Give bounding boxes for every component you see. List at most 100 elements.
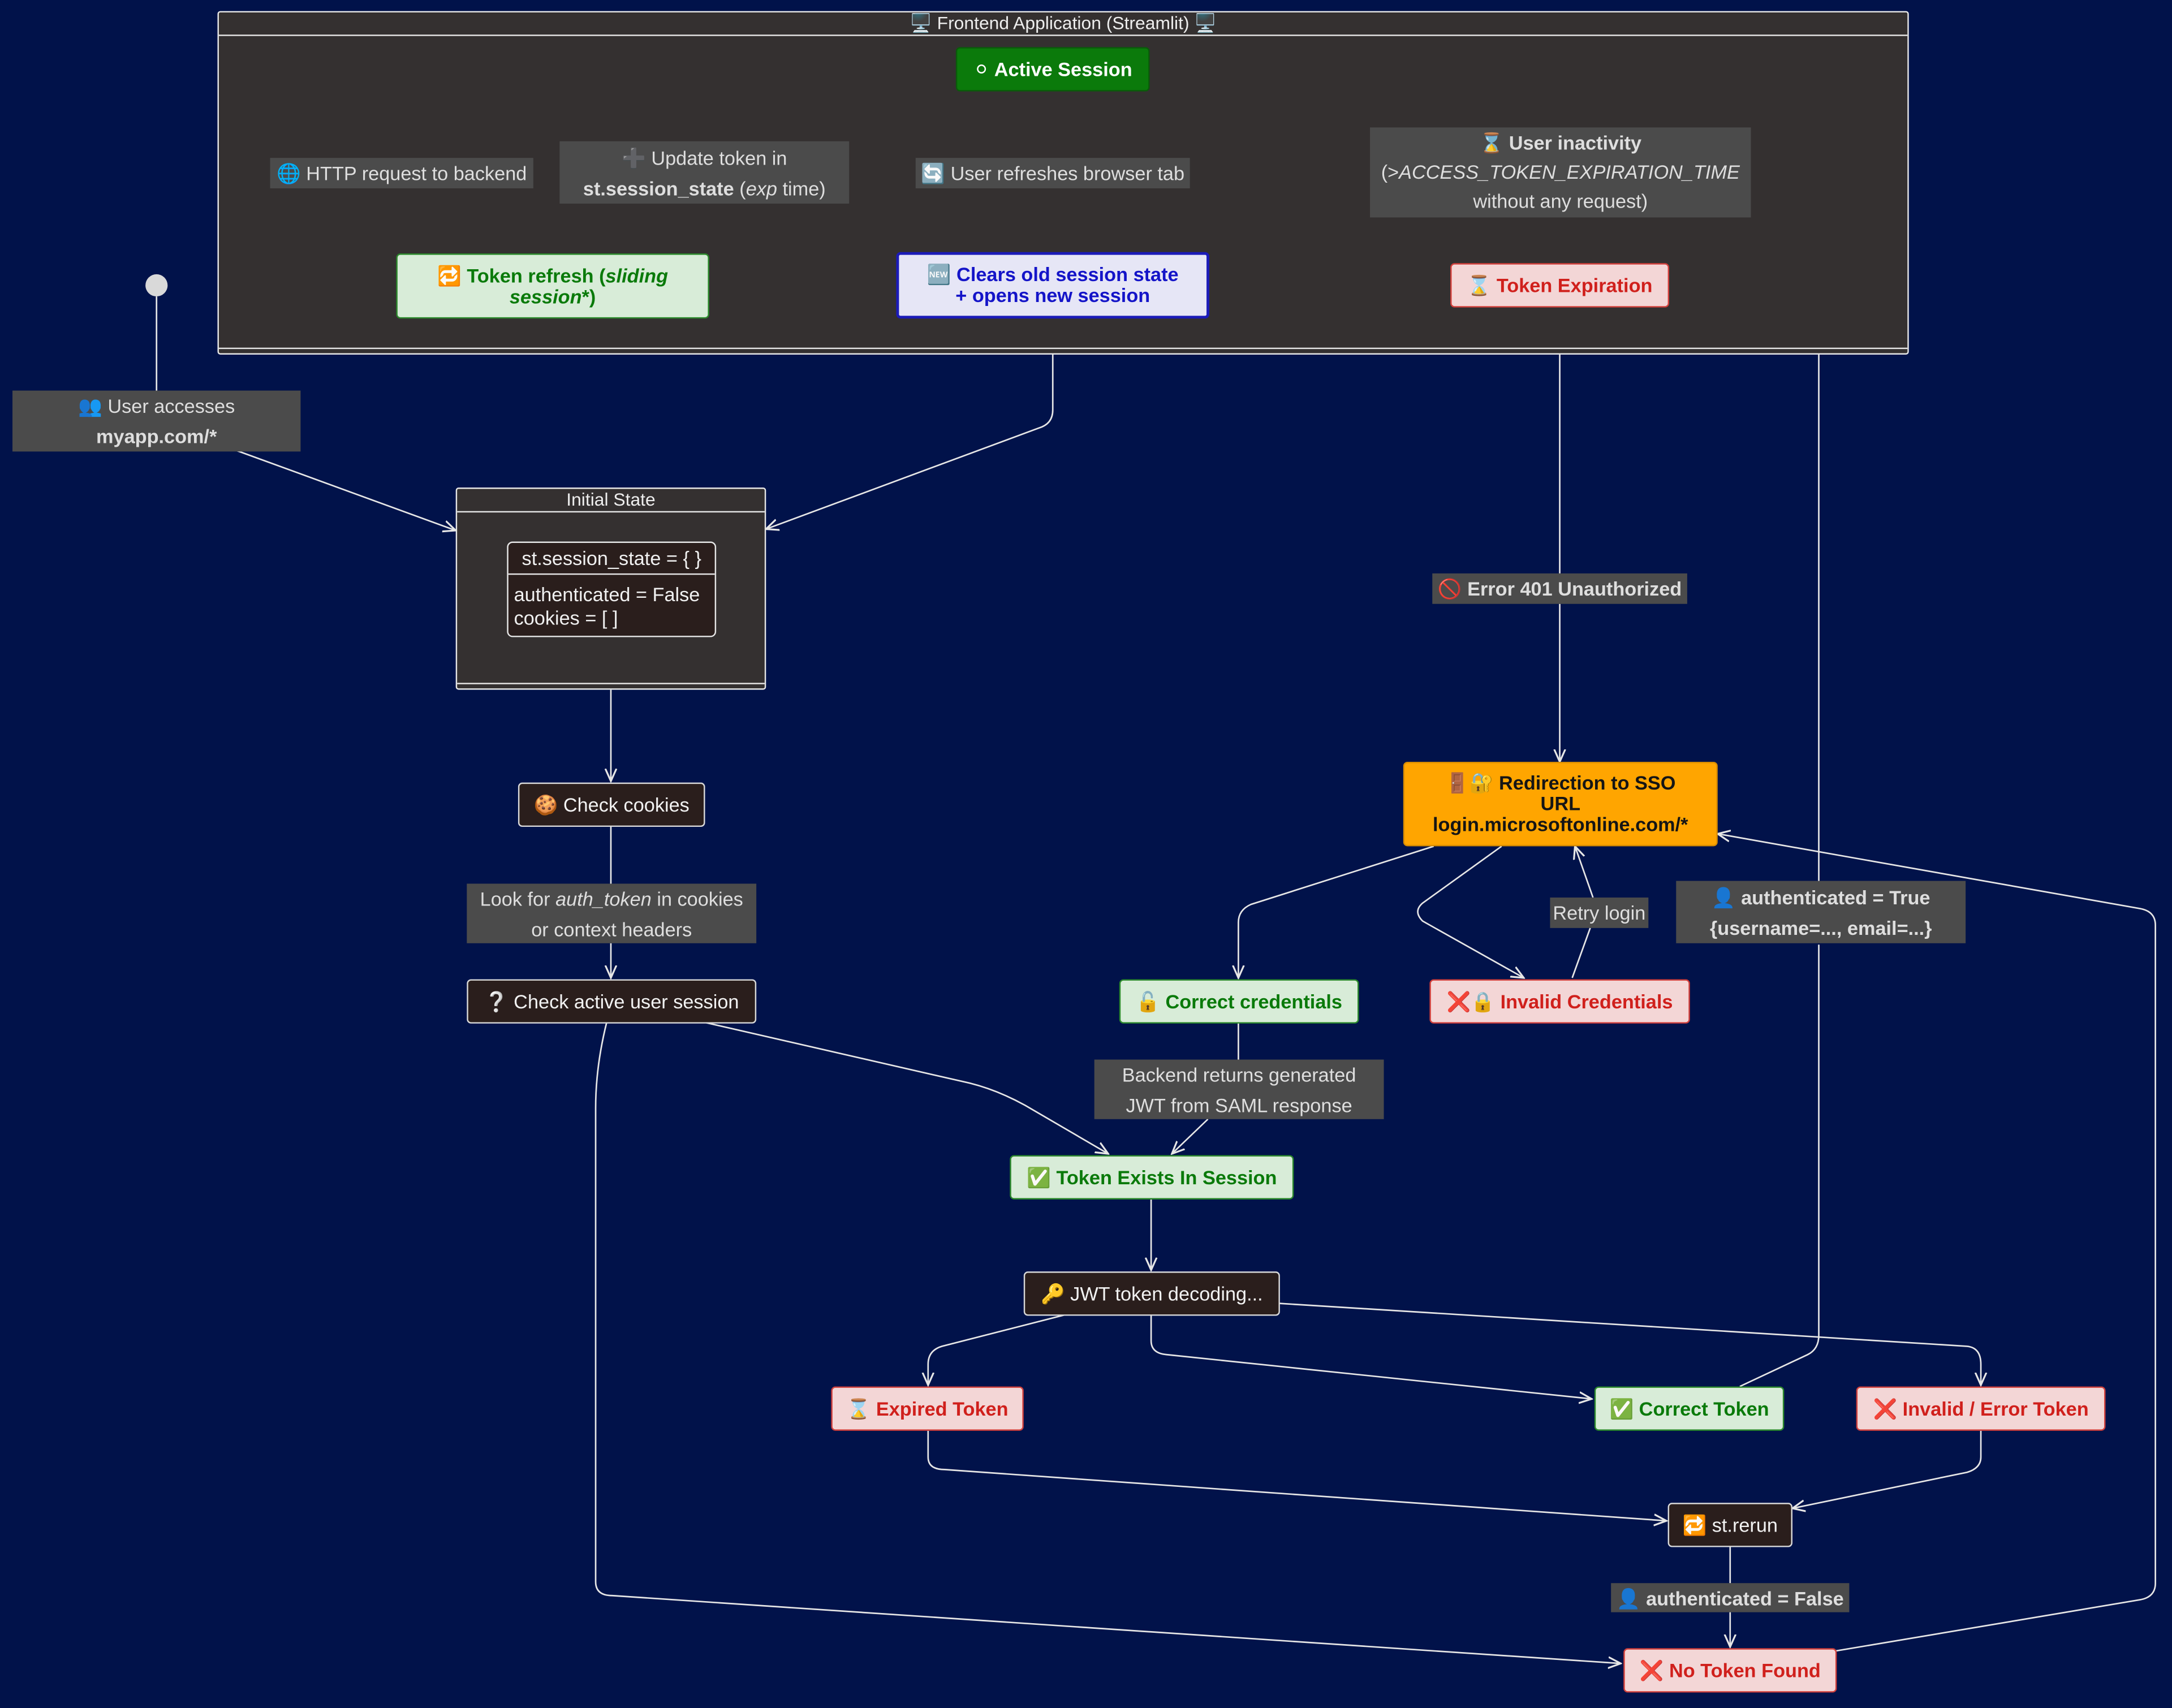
correct-token-node[interactable]: ✅ Correct Token <box>1594 1386 1785 1431</box>
backend-returns-line1: Backend returns generated <box>1122 1063 1356 1085</box>
update-token-session-state: st.session_state <box>583 176 734 199</box>
inactivity-line3: without any request) <box>1473 189 1648 212</box>
update-token-time: time) <box>777 176 826 199</box>
token-refresh-sliding: sliding session <box>509 264 669 307</box>
frontend-cluster-title: 🖥️ Frontend Application (Streamlit) 🖥️ <box>218 12 1908 36</box>
inactivity-gt: (> <box>1381 161 1399 183</box>
auth-false-text: 👤 authenticated = False <box>1616 1586 1844 1609</box>
update-token-line1: ➕ Update token in <box>622 146 787 169</box>
edge-check-session-to-token-exists <box>703 1021 1108 1154</box>
initial-cluster-divider <box>457 683 765 684</box>
edge-invalid-token-to-rerun <box>1792 1430 1982 1508</box>
edge-retry-to-sso <box>1575 846 1594 898</box>
invalid-token-label: ❌ Invalid / Error Token <box>1873 1396 2089 1420</box>
edge-invalid-to-retry <box>1571 928 1591 978</box>
user-access-line1: 👥 User accesses <box>78 394 235 417</box>
invalid-credentials-node[interactable]: ❌🔒 Invalid Credentials <box>1429 979 1690 1024</box>
st-rerun-label: 🔁 st.rerun <box>1682 1513 1778 1536</box>
session-state-cookies: cookies = [ ] <box>514 606 618 629</box>
user-refresh-text: 🔄 User refreshes browser tab <box>921 162 1185 184</box>
token-refresh-tail: *) <box>581 284 596 307</box>
edge-jwt-to-invalid-token <box>1278 1302 1981 1385</box>
invalid-token-node[interactable]: ❌ Invalid / Error Token <box>1856 1386 2106 1431</box>
token-exists-node[interactable]: ✅ Token Exists In Session <box>1010 1155 1294 1200</box>
look-for-line1: Look for auth_token in cookies <box>467 883 756 913</box>
edge-label-backend-returns: Backend returns generated JWT from SAML … <box>1094 1059 1384 1119</box>
edge-label-authenticated-false: 👤 authenticated = False <box>1611 1583 1850 1612</box>
update-token-exp: exp <box>745 176 778 199</box>
st-rerun-node[interactable]: 🔁 st.rerun <box>1667 1503 1793 1547</box>
clears-session-node[interactable]: 🆕 Clears old session state + opens new s… <box>896 252 1209 319</box>
sso-line2: URL <box>1540 792 1581 815</box>
error-401-text: 🚫 Error 401 Unauthorized <box>1437 577 1682 600</box>
active-session-label: ⚪ Active Session <box>973 57 1132 80</box>
cluster-divider <box>218 347 1908 350</box>
check-cookies-label: 🍪 Check cookies <box>533 793 689 816</box>
inactivity-line2: (>ACCESS_TOKEN_EXPIRATION_TIME <box>1370 158 1751 187</box>
session-state-auth: authenticated = False <box>514 583 700 606</box>
session-state-node[interactable]: st.session_state = { } authenticated = F… <box>507 541 717 639</box>
edge-label-inactivity: ⌛ User inactivity (>ACCESS_TOKEN_EXPIRAT… <box>1370 127 1751 218</box>
edge-label-look-for-token: Look for auth_token in cookies or contex… <box>467 883 757 943</box>
sso-redirect-node[interactable]: 🚪🔐 Redirection to SSO URL login.microsof… <box>1403 761 1718 847</box>
sso-line1: 🚪🔐 Redirection to SSO <box>1445 771 1676 794</box>
edge-label-update-token: ➕ Update token in st.session_state (exp … <box>559 141 850 204</box>
token-refresh-text: 🔁 Token refresh ( <box>437 264 606 286</box>
check-cookies-node[interactable]: 🍪 Check cookies <box>518 782 705 827</box>
look-for-suffix: in cookies <box>651 887 743 909</box>
no-token-node[interactable]: ❌ No Token Found <box>1623 1648 1837 1693</box>
http-request-text: 🌐 HTTP request to backend <box>277 162 527 184</box>
update-token-paren: ( <box>734 176 746 199</box>
initial-state-title: Initial State <box>457 489 765 513</box>
edge-jwt-to-expired <box>928 1313 1067 1385</box>
clears-session-line2: + opens new session <box>955 284 1150 307</box>
edge-expired-to-rerun <box>927 1430 1666 1521</box>
jwt-decoding-label: 🔑 JWT token decoding... <box>1040 1282 1263 1304</box>
user-access-line2: myapp.com/* <box>96 425 217 448</box>
correct-credentials-node[interactable]: 🔓 Correct credentials <box>1119 979 1359 1024</box>
token-refresh-node[interactable]: 🔁 Token refresh (sliding session*) <box>396 253 709 319</box>
active-session-node[interactable]: ⚪ Active Session <box>955 47 1150 92</box>
check-active-session-label: ❔ Check active user session <box>484 989 739 1012</box>
edge-jwt-to-correct-token <box>1150 1314 1592 1399</box>
token-exists-label: ✅ Token Exists In Session <box>1027 1165 1277 1188</box>
edge-label-http-request: 🌐 HTTP request to backend <box>270 158 533 189</box>
token-expiration-node[interactable]: ⌛ Token Expiration <box>1450 263 1670 308</box>
token-refresh-label: 🔁 Token refresh (sliding session*) <box>406 265 700 307</box>
look-for-line2: or context headers <box>531 917 692 940</box>
check-active-session-node[interactable]: ❔ Check active user session <box>467 979 757 1024</box>
inactivity-var: ACCESS_TOKEN_EXPIRATION_TIME <box>1399 161 1740 183</box>
look-for-auth-token: auth_token <box>555 887 652 909</box>
invalid-credentials-label: ❌🔒 Invalid Credentials <box>1446 989 1673 1012</box>
edge-sso-to-invalid-credentials <box>1417 846 1524 978</box>
correct-token-label: ✅ Correct Token <box>1609 1396 1769 1420</box>
sso-line3: login.microsoftonline.com/* <box>1433 813 1688 835</box>
edge-label-user-access: 👥 User accesses myapp.com/* <box>12 390 301 452</box>
edge-label-retry-login: Retry login <box>1550 897 1649 928</box>
edge-label-authenticated-true: 👤 authenticated = True {username=..., em… <box>1676 881 1966 943</box>
jwt-decoding-node[interactable]: 🔑 JWT token decoding... <box>1023 1271 1280 1316</box>
auth-true-line2: {username=..., email=...} <box>1709 916 1932 939</box>
retry-login-text: Retry login <box>1553 902 1646 924</box>
start-node <box>145 274 168 297</box>
update-token-line2: st.session_state (exp time) <box>559 172 849 203</box>
session-state-body: authenticated = False cookies = [ ] <box>508 575 715 639</box>
clears-session-line1: 🆕 Clears old session state <box>926 263 1179 286</box>
inactivity-line1: ⌛ User inactivity <box>1479 131 1642 154</box>
edge-access-to-initial <box>235 449 455 530</box>
correct-credentials-label: 🔓 Correct credentials <box>1136 989 1343 1012</box>
edge-correct-token-to-auth-true <box>1739 944 1820 1387</box>
edge-label-user-refresh: 🔄 User refreshes browser tab <box>915 158 1190 189</box>
expired-token-node[interactable]: ⌛ Expired Token <box>831 1386 1024 1431</box>
edge-sso-to-correct-credentials <box>1238 846 1434 978</box>
expired-token-label: ⌛ Expired Token <box>846 1396 1009 1420</box>
auth-true-line1: 👤 authenticated = True <box>1711 886 1930 908</box>
no-token-label: ❌ No Token Found <box>1639 1658 1821 1681</box>
backend-returns-line2: JWT from SAML response <box>1126 1093 1352 1116</box>
edge-clears-to-initial <box>766 318 1054 529</box>
edge-no-token-to-sso <box>1718 834 2156 1652</box>
edge-check-session-to-no-token <box>594 1022 1621 1663</box>
token-expiration-label: ⌛ Token Expiration <box>1467 273 1653 296</box>
edge-backend-label-to-token-exists <box>1172 1118 1209 1154</box>
edge-label-error-401: 🚫 Error 401 Unauthorized <box>1432 573 1687 604</box>
